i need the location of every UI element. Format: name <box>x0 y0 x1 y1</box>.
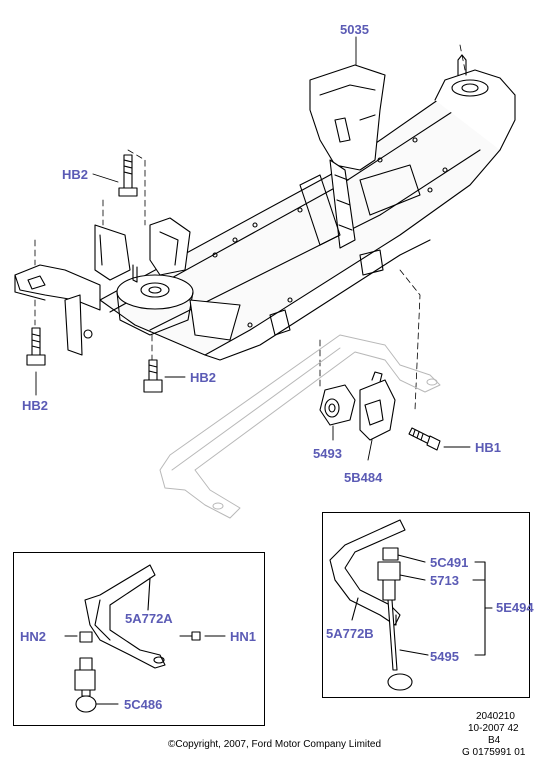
label-bracket: 5B484 <box>344 470 383 485</box>
stabilizer-bar-outline <box>159 334 441 519</box>
subframe-drawing <box>14 54 516 361</box>
bracket-bolt-drawing <box>408 427 441 451</box>
label-left-nut: HN2 <box>20 629 47 644</box>
label-frame: 5035 <box>340 22 369 37</box>
right-inset-frame <box>322 512 530 698</box>
label-left-bar: 5A772A <box>125 611 173 626</box>
label-right-upper: 5C491 <box>430 555 469 570</box>
label-right-link: 5495 <box>430 649 459 664</box>
bolt-upper-left-drawing <box>118 154 138 197</box>
left-inset-frame <box>13 552 265 726</box>
label-right-mid: 5713 <box>430 573 459 588</box>
ref-line-4: G 0175991 01 <box>462 747 526 758</box>
left-inset-drawing <box>64 564 226 713</box>
label-right-group: 5E494 <box>496 600 534 615</box>
label-left-bolt: HN1 <box>230 629 257 644</box>
bolt-left-drawing <box>26 327 46 366</box>
alignment-lines <box>34 44 466 411</box>
right-inset-drawing <box>329 519 493 691</box>
copyright-notice: ©Copyright, 2007, Ford Motor Company Lim… <box>168 739 382 750</box>
bushing-drawing <box>319 384 356 426</box>
bracket-drawing <box>359 371 396 441</box>
label-bolt-lower: HB2 <box>190 370 217 385</box>
label-bolt-left: HB2 <box>22 398 49 413</box>
ref-line-2: 10-2007 42 <box>468 723 519 734</box>
label-bolt-upper-left: HB2 <box>62 167 89 182</box>
label-right-bar: 5A772B <box>326 626 374 641</box>
ref-line-1: 2040210 <box>476 711 515 722</box>
leader-lines <box>35 36 471 461</box>
label-bracket-bolt: HB1 <box>475 440 502 455</box>
label-bushing: 5493 <box>313 446 342 461</box>
label-left-link: 5C486 <box>124 697 163 712</box>
bolt-lower-drawing <box>143 359 163 393</box>
ref-line-3: B4 <box>488 735 501 746</box>
